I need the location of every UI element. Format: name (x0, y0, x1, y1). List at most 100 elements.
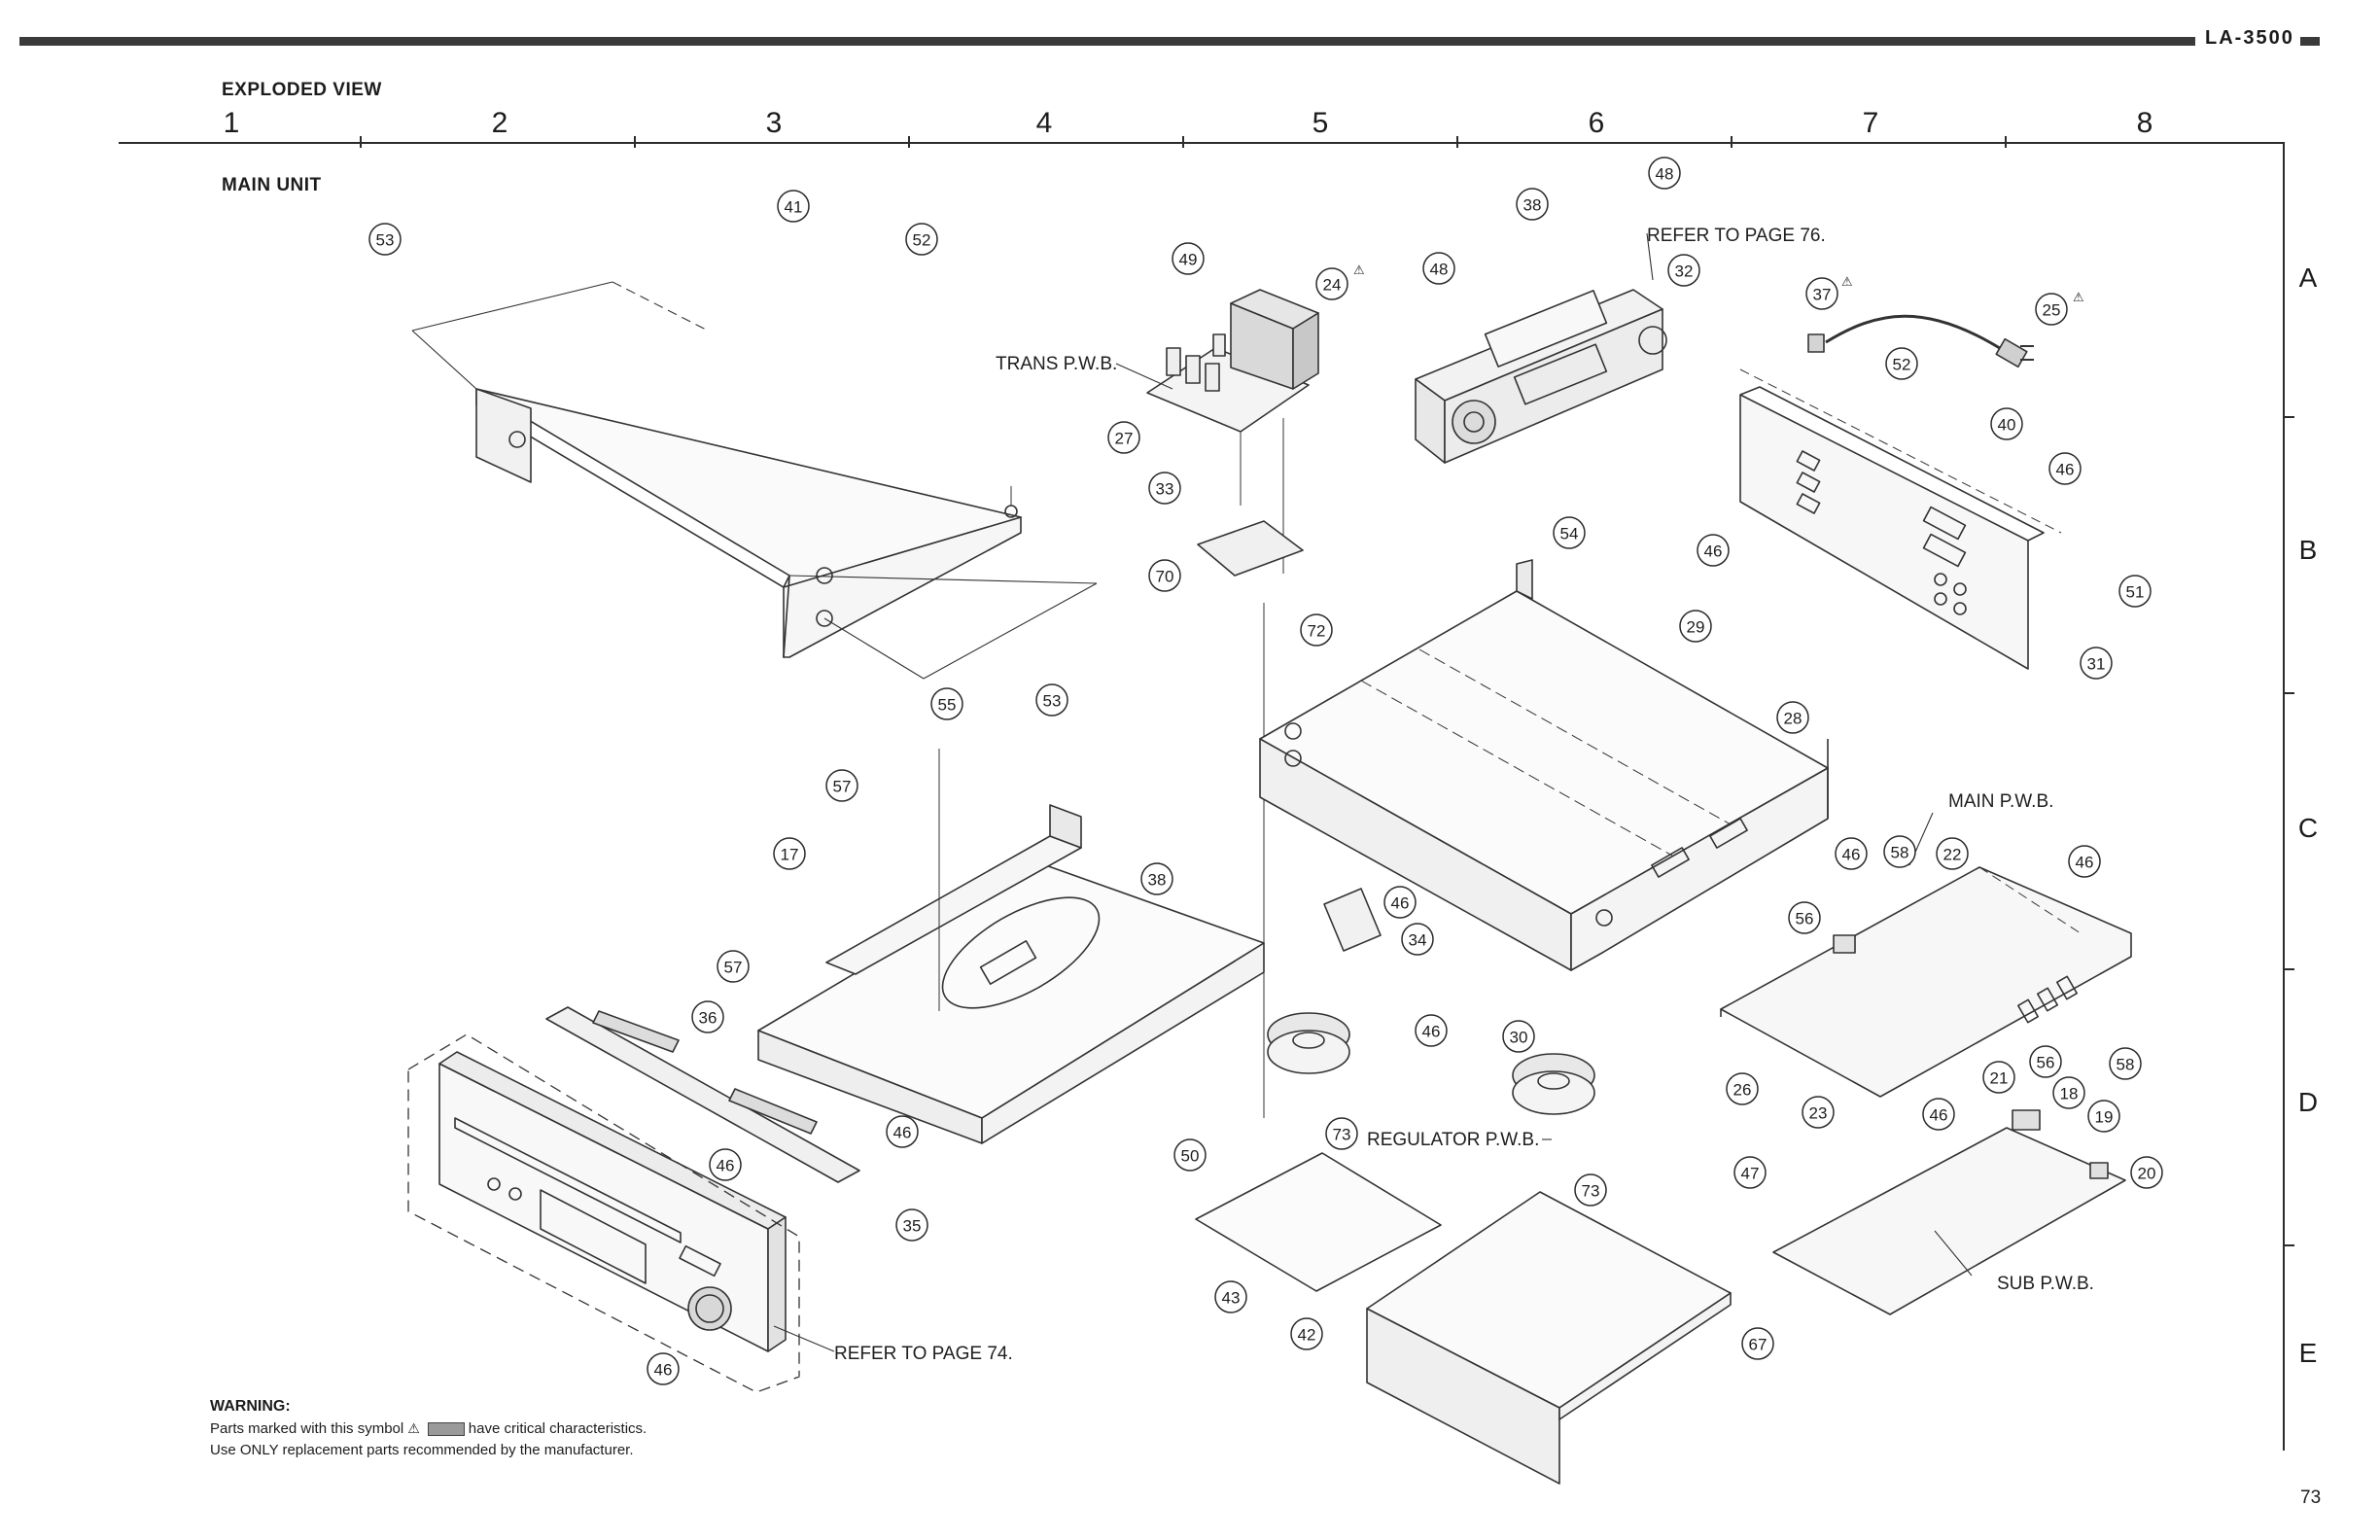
callout-number-19: 19 (2095, 1108, 2114, 1127)
callout-circle-53 (1035, 683, 1068, 717)
label-sub-pwb: SUB P.W.B. (1997, 1274, 2094, 1294)
callout-circle-33 (1148, 472, 1181, 505)
callout-circle-41 (777, 190, 810, 223)
callout-number-20: 20 (2138, 1165, 2156, 1183)
callout-circle-57 (825, 769, 858, 802)
grid-row-c: C (2297, 813, 2319, 843)
callout-number-56: 56 (1796, 910, 1814, 928)
callout-number-28: 28 (1784, 710, 1802, 728)
trans-pwb-assembly (1146, 289, 1319, 1118)
warning-line-1-pre: Parts marked with this symbol (210, 1420, 404, 1437)
grid-row-d: D (2297, 1087, 2319, 1117)
callout-number-46: 46 (2056, 461, 2075, 479)
grid-top-rule (119, 142, 2283, 144)
grid-row-tick (2283, 416, 2294, 418)
callout-circle-38 (1516, 188, 1549, 221)
callout-number-46: 46 (654, 1361, 673, 1380)
callout-number-38: 38 (1523, 196, 1542, 215)
callout-number-54: 54 (1560, 525, 1579, 543)
callout-circle-73 (1325, 1117, 1358, 1150)
part-callouts: 5353415252492427337072555757173838364646… (368, 157, 2163, 1385)
callout-number-38: 38 (1148, 871, 1167, 890)
caution-triangle-icon: ⚠ (2073, 291, 2084, 305)
grid-row-e: E (2298, 1338, 2318, 1368)
callout-circle-57 (717, 950, 750, 983)
callout-circle-46 (1922, 1098, 1955, 1131)
callout-number-67: 67 (1749, 1336, 1768, 1354)
chassis (1259, 559, 1829, 971)
callout-circle-35 (895, 1208, 928, 1242)
callout-number-46: 46 (1930, 1106, 1948, 1125)
callout-circle-48 (1648, 157, 1681, 190)
grid-column-5: 5 (1312, 107, 1329, 139)
callout-circle-49 (1172, 242, 1205, 275)
callout-number-46: 46 (1704, 542, 1723, 561)
label-refer-76: REFER TO PAGE 76. (1647, 226, 1826, 246)
label-refer-74: REFER TO PAGE 74. (834, 1344, 1013, 1364)
caution-triangle-icon: ⚠ (1353, 263, 1365, 278)
callout-circle-46 (1383, 886, 1417, 919)
callout-number-21: 21 (1990, 1069, 2009, 1088)
callout-number-32: 32 (1675, 262, 1694, 281)
callout-number-57: 57 (833, 778, 852, 796)
callout-number-17: 17 (781, 846, 799, 864)
warning-title: WARNING: (210, 1398, 291, 1415)
callout-circle-29 (1679, 610, 1712, 643)
grid-column-7: 7 (1862, 107, 1879, 139)
callout-number-18: 18 (2060, 1085, 2079, 1103)
callout-circle-42 (1290, 1317, 1323, 1350)
callout-circle-30 (1502, 1020, 1535, 1053)
section-subtitle: MAIN UNIT (222, 175, 322, 195)
grid-column-tick (1456, 136, 1458, 148)
main-pwb (1720, 866, 2132, 1098)
callout-number-25: 25 (2043, 301, 2061, 320)
callout-circle-32 (1667, 254, 1700, 287)
callout-number-57: 57 (724, 959, 743, 977)
callout-circle-20 (2130, 1156, 2163, 1189)
grid-row-tick (2283, 968, 2294, 970)
callout-circle-37 (1805, 277, 1838, 310)
callout-number-34: 34 (1409, 931, 1427, 950)
grid-row-tick (2283, 1244, 2294, 1246)
callout-number-24: 24 (1323, 276, 1342, 295)
label-regulator-pwb: REGULATOR P.W.B. (1367, 1130, 1539, 1150)
warning-line-2: Use ONLY replacement parts recommended b… (210, 1442, 634, 1458)
callout-circle-56 (2029, 1045, 2062, 1078)
callout-number-53: 53 (376, 231, 395, 250)
callout-number-58: 58 (1891, 844, 1909, 862)
callout-number-56: 56 (2037, 1054, 2055, 1072)
caution-triangle-icon: ⚠ (407, 1420, 420, 1436)
callout-number-70: 70 (1156, 568, 1174, 586)
grid-column-tick (2005, 136, 2007, 148)
callout-circle-54 (1553, 516, 1586, 549)
callout-number-40: 40 (1998, 416, 2016, 435)
header-bar-end (2300, 37, 2320, 46)
callout-number-52: 52 (1893, 356, 1911, 374)
header-bar (19, 37, 2195, 46)
callout-circle-46 (1697, 534, 1730, 567)
callout-number-43: 43 (1222, 1289, 1241, 1308)
power-cord (1807, 314, 2034, 368)
callout-number-46: 46 (2076, 854, 2094, 872)
callout-circle-28 (1776, 701, 1809, 734)
callout-number-27: 27 (1115, 430, 1134, 448)
grid-column-8: 8 (2136, 107, 2153, 139)
callout-circle-73 (1574, 1173, 1607, 1207)
front-panel (407, 1033, 800, 1393)
grid-column-tick (634, 136, 636, 148)
callout-number-36: 36 (699, 1009, 718, 1028)
callout-number-22: 22 (1943, 846, 1962, 864)
page-title: EXPLODED VIEW (222, 80, 382, 100)
grid-right-rule (2283, 142, 2285, 1451)
grid-column-tick (908, 136, 910, 148)
callout-circle-43 (1214, 1280, 1247, 1313)
callout-circle-70 (1148, 559, 1181, 592)
grid-column-4: 4 (1035, 107, 1053, 139)
caution-triangle-icon: ⚠ (1841, 275, 1853, 290)
page-number: 73 (2300, 1488, 2322, 1508)
bottom-cover (1195, 1152, 1732, 1485)
callout-circle-36 (691, 1000, 724, 1033)
foot-left (1267, 1012, 1350, 1074)
callout-number-41: 41 (785, 198, 803, 217)
